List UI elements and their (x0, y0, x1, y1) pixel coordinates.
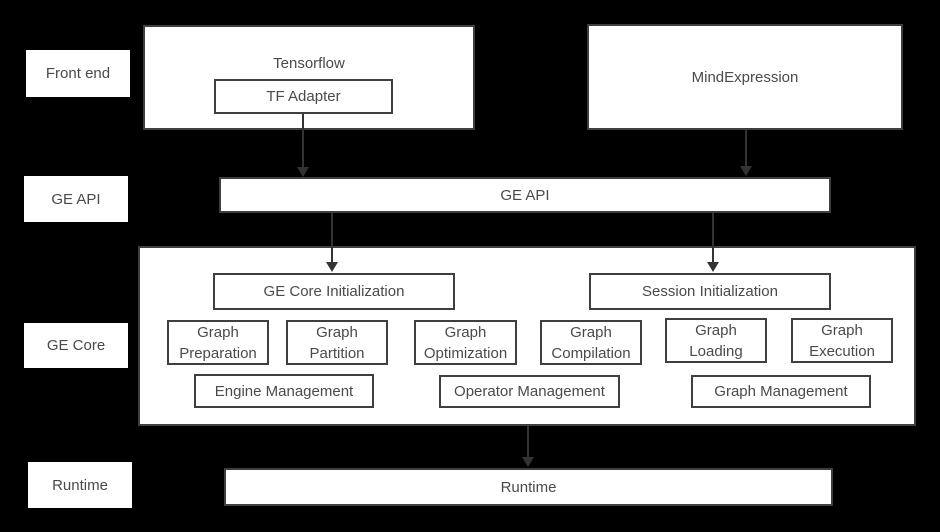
ge-api-bar: GE API (219, 177, 831, 213)
layer-label-ge-core: GE Core (24, 323, 128, 368)
layer-label-runtime: Runtime (28, 462, 132, 508)
arrow-head-icon (522, 457, 534, 467)
tensorflow-title: Tensorflow (273, 55, 345, 72)
layer-label-front-end: Front end (26, 50, 130, 97)
tensorflow-box: Tensorflow TF Adapter (143, 25, 475, 130)
graph-loading-box: Graph Loading (665, 318, 767, 363)
engine-management-box: Engine Management (194, 374, 374, 408)
graph-execution-box: Graph Execution (791, 318, 893, 363)
graph-compilation-box: Graph Compilation (540, 320, 642, 365)
arrow-ge-api-to-session-init (707, 213, 719, 272)
arrow-ge-core-to-runtime (522, 426, 534, 467)
arrow-mindexpression-to-ge-api (740, 130, 752, 176)
tf-adapter-box: TF Adapter (214, 79, 393, 114)
arrow-head-icon (326, 262, 338, 272)
arrow-shaft (712, 213, 714, 264)
graph-management-box: Graph Management (691, 375, 871, 408)
arrow-ge-api-to-ge-core-init (326, 213, 338, 272)
graph-partition-box: Graph Partition (286, 320, 388, 365)
layer-label-ge-api: GE API (24, 176, 128, 222)
arrow-head-icon (740, 166, 752, 176)
arrow-shaft (527, 426, 529, 459)
arrow-tf-adapter-to-ge-api (297, 114, 309, 177)
graph-optimization-box: Graph Optimization (414, 320, 517, 365)
arrow-shaft (331, 213, 333, 264)
mindexpression-box: MindExpression (587, 24, 903, 130)
operator-management-box: Operator Management (439, 375, 620, 408)
runtime-bar: Runtime (224, 468, 833, 506)
arrow-head-icon (707, 262, 719, 272)
session-initialization-box: Session Initialization (589, 273, 831, 310)
graph-preparation-box: Graph Preparation (167, 320, 269, 365)
arrow-shaft (302, 114, 304, 169)
ge-core-container: GE Core Initialization Session Initializ… (138, 246, 916, 426)
ge-core-initialization-box: GE Core Initialization (213, 273, 455, 310)
arrow-shaft (745, 130, 747, 168)
arrow-head-icon (297, 167, 309, 177)
